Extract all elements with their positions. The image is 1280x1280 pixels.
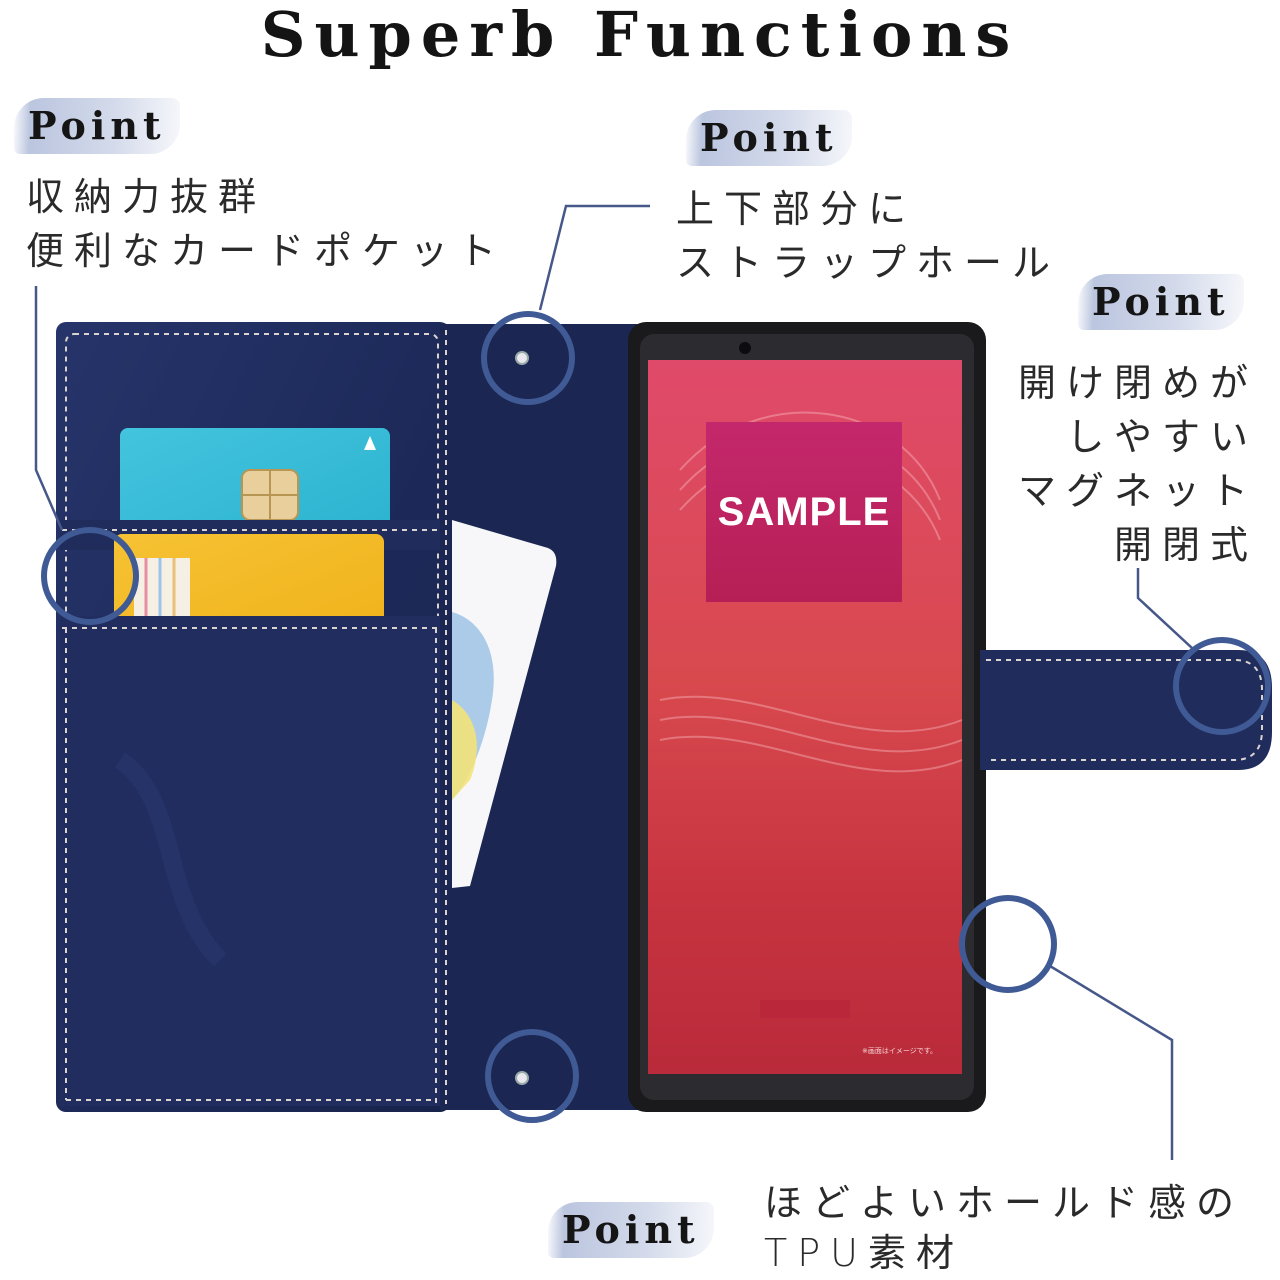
text-line: 便利なカードポケット (26, 229, 507, 273)
callout-lines (34, 204, 1193, 1160)
magnetic-strap (980, 650, 1272, 770)
point-badge-magnet: Point (1078, 274, 1244, 330)
text-line: 開閉式 (1113, 523, 1258, 567)
text-line: 開け閉めが (1017, 361, 1258, 405)
sample-label: SAMPLE (706, 422, 902, 602)
teal-card (120, 428, 390, 546)
point-text-card-pocket: 収納力抜群 便利なカードポケット (26, 170, 506, 278)
point-badge-strap-hole: Point (686, 110, 852, 166)
lower-pocket (60, 616, 440, 1106)
screen-fine-print: ※画面はイメージです。 (862, 1047, 938, 1055)
text-line: しやすい (1066, 415, 1258, 459)
highlight-circles (41, 311, 1271, 1123)
white-card (452, 520, 557, 888)
text-line: 収納力抜群 (26, 175, 267, 219)
text-line: ほどよいホールド感の (764, 1181, 1245, 1225)
point-text-magnet: 開け閉めが しやすい マグネット 開閉式 (1018, 356, 1258, 572)
point-text-strap-hole: 上下部分に ストラップホール (676, 182, 1060, 290)
point-text-tpu: ほどよいホールド感の TPU素材 (764, 1178, 1244, 1278)
text-line: 上下部分に (676, 187, 917, 231)
text-line: ストラップホール (676, 241, 1061, 285)
text-line: TPU素材 (764, 1231, 964, 1275)
point-badge-card-pocket: Point (14, 98, 180, 154)
text-line: マグネット (1017, 469, 1258, 513)
point-badge-tpu: Point (548, 1202, 714, 1258)
page-title: Superb Functions (260, 0, 1020, 71)
